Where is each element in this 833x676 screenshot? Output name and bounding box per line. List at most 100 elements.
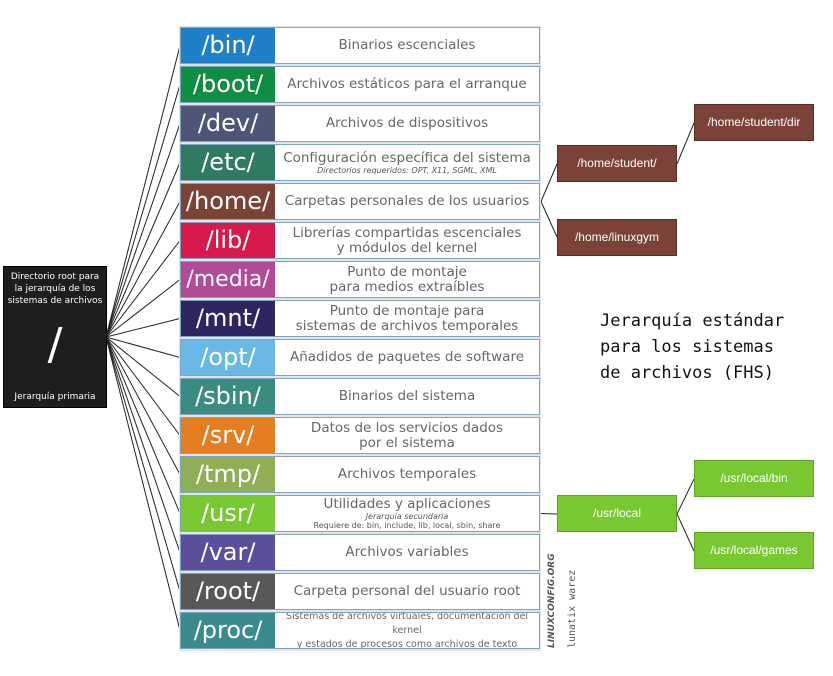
dir-desc2-proc: y estados de procesos como archivos de t… (296, 638, 518, 649)
dir-name-bin: /bin/ (181, 28, 275, 63)
home-to-student-line (540, 163, 558, 202)
usr-local-bin-node: /usr/local/bin (694, 460, 814, 497)
dir-name-opt: /opt/ (181, 340, 275, 375)
dir-row-var: /var/Archivos variables (180, 534, 540, 571)
dir-name-media: /media/ (181, 262, 275, 297)
dir-desc-boot: Archivos estáticos para el arranque (275, 67, 539, 102)
home-linuxgym-node: /home/linuxgym (557, 219, 677, 256)
dir-desc-mnt: Punto de montaje para (329, 302, 485, 319)
root-directory-box: Directorio root para la jerarquía de los… (3, 266, 107, 408)
dir-name-boot: /boot/ (181, 67, 275, 102)
dir-desc-tmp: Archivos temporales (275, 457, 539, 492)
dir-row-opt: /opt/Añadidos de paquetes de software (180, 339, 540, 376)
dir-row-proc: /proc/Sistemas de archivos virtuales, do… (180, 612, 540, 649)
root-connector-bin (105, 45, 181, 338)
home-to-linuxgym-line (540, 201, 558, 238)
credit-author: lunatix warez (567, 569, 578, 648)
root-description: Directorio root para la jerarquía de los… (7, 272, 103, 306)
root-connector-tmp (105, 336, 181, 475)
dir-desc-proc: Sistemas de archivos virtuales, document… (285, 613, 529, 636)
fhs-title: Jerarquía estándar para los sistemas de … (600, 308, 810, 386)
root-caption: Jerarquía primaria (14, 392, 96, 402)
root-connector-boot (105, 84, 181, 338)
usr-to-local-line (540, 513, 558, 515)
dir-name-etc: /etc/ (181, 145, 275, 180)
dir-row-root: /root/Carpeta personal del usuario root (180, 573, 540, 610)
root-connector-root (105, 336, 181, 592)
fhs-title-line-2: para los sistemas (600, 337, 774, 357)
dir-name-root: /root/ (181, 574, 275, 609)
dir-name-proc: /proc/ (181, 613, 275, 648)
dir-desc-bin: Binarios escenciales (338, 37, 476, 53)
student-to-dir-line (676, 122, 695, 165)
dir-name-home: /home/ (181, 184, 275, 219)
dir-desc-bin: Binarios escenciales (275, 28, 539, 63)
dir-row-etc: /etc/Configuración específica del sistem… (180, 144, 540, 181)
dir-desc-home: Carpetas personales de los usuarios (275, 184, 539, 219)
home-student-dir-node: /home/student/dir (694, 104, 814, 141)
root-connector-proc (105, 336, 181, 631)
dir-desc-opt: Añadidos de paquetes de software (275, 340, 539, 375)
dir-desc2-srv: por el sistema (359, 434, 455, 451)
dir-name-srv: /srv/ (181, 418, 275, 453)
dir-sub2-usr: Requiere de: bin, include, lib, local, s… (313, 521, 501, 530)
dir-desc-sbin: Binarios del sistema (338, 388, 476, 404)
fhs-title-line-3: de archivos (FHS) (600, 363, 774, 383)
root-connector-mnt (105, 318, 181, 338)
root-connector-lib (105, 240, 181, 338)
root-connector-var (105, 336, 181, 553)
dir-desc-tmp: Archivos temporales (337, 466, 477, 482)
dir-name-sbin: /sbin/ (181, 379, 275, 414)
dir-row-bin: /bin/Binarios escenciales (180, 27, 540, 64)
root-connector-media (105, 279, 181, 338)
root-connector-opt (105, 336, 181, 358)
dir-desc-root: Carpeta personal del usuario root (275, 574, 539, 609)
dir-row-home: /home/Carpetas personales de los usuario… (180, 183, 540, 220)
dir-desc-media: Punto de montaje (347, 263, 467, 280)
dir-sub-usr: Jerarquía secundaria (365, 512, 449, 521)
dir-name-usr: /usr/ (181, 496, 275, 531)
root-connector-sbin (105, 336, 181, 397)
usr-local-games-node: /usr/local/games (694, 532, 814, 569)
directory-table: /bin/Binarios escenciales/boot/Archivos … (179, 26, 541, 651)
dir-desc-dev: Archivos de dispositivos (325, 115, 489, 131)
dir-desc-var: Archivos variables (345, 544, 469, 560)
dir-desc2-media: para medios extraíbles (329, 278, 485, 295)
dir-desc-opt: Añadidos de paquetes de software (289, 349, 525, 365)
dir-name-mnt: /mnt/ (181, 301, 275, 336)
dir-desc-proc: Sistemas de archivos virtuales, document… (275, 613, 539, 648)
dir-desc2-lib: y módulos del kernel (336, 239, 478, 256)
root-connector-dev (105, 123, 181, 338)
dir-name-dev: /dev/ (181, 106, 275, 141)
dir-desc-usr: Utilidades y aplicaciones (323, 496, 491, 512)
root-connector-etc (105, 162, 181, 338)
dir-desc-srv: Datos de los servicios dados (310, 419, 504, 436)
dir-desc-home: Carpetas personales de los usuarios (284, 193, 530, 209)
dir-row-boot: /boot/Archivos estáticos para el arranqu… (180, 66, 540, 103)
dir-sub-etc: Directorios requeridos: OPT, X11, SGML, … (317, 165, 497, 175)
dir-desc-boot: Archivos estáticos para el arranque (287, 76, 527, 92)
dir-desc-dev: Archivos de dispositivos (275, 106, 539, 141)
root-connector-usr (105, 336, 181, 514)
dir-desc-root: Carpeta personal del usuario root (293, 583, 521, 599)
dir-name-tmp: /tmp/ (181, 457, 275, 492)
root-connector-home (105, 201, 181, 338)
root-symbol: / (47, 319, 63, 370)
local-to-bin-line (676, 478, 695, 515)
dir-desc-etc: Configuración específica del sistema (283, 149, 531, 166)
home-student-node: /home/student/ (557, 145, 677, 182)
dir-desc-var: Archivos variables (275, 535, 539, 570)
credit-site: LINUXCONFIG.ORG (547, 553, 557, 648)
usr-local-node: /usr/local (557, 495, 677, 532)
